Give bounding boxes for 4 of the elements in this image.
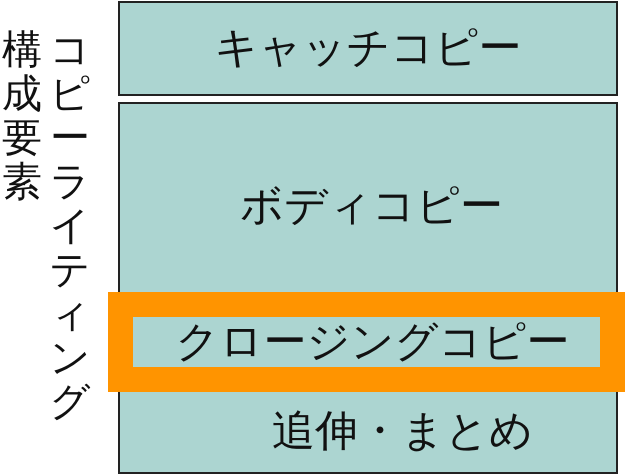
section-box: キャッチコピー xyxy=(118,1,618,96)
section-label: ボディコピー xyxy=(240,185,503,228)
vertical-title: コピーライティング構成要素 xyxy=(1,28,92,427)
section-label: 追伸・まとめ xyxy=(272,410,533,453)
